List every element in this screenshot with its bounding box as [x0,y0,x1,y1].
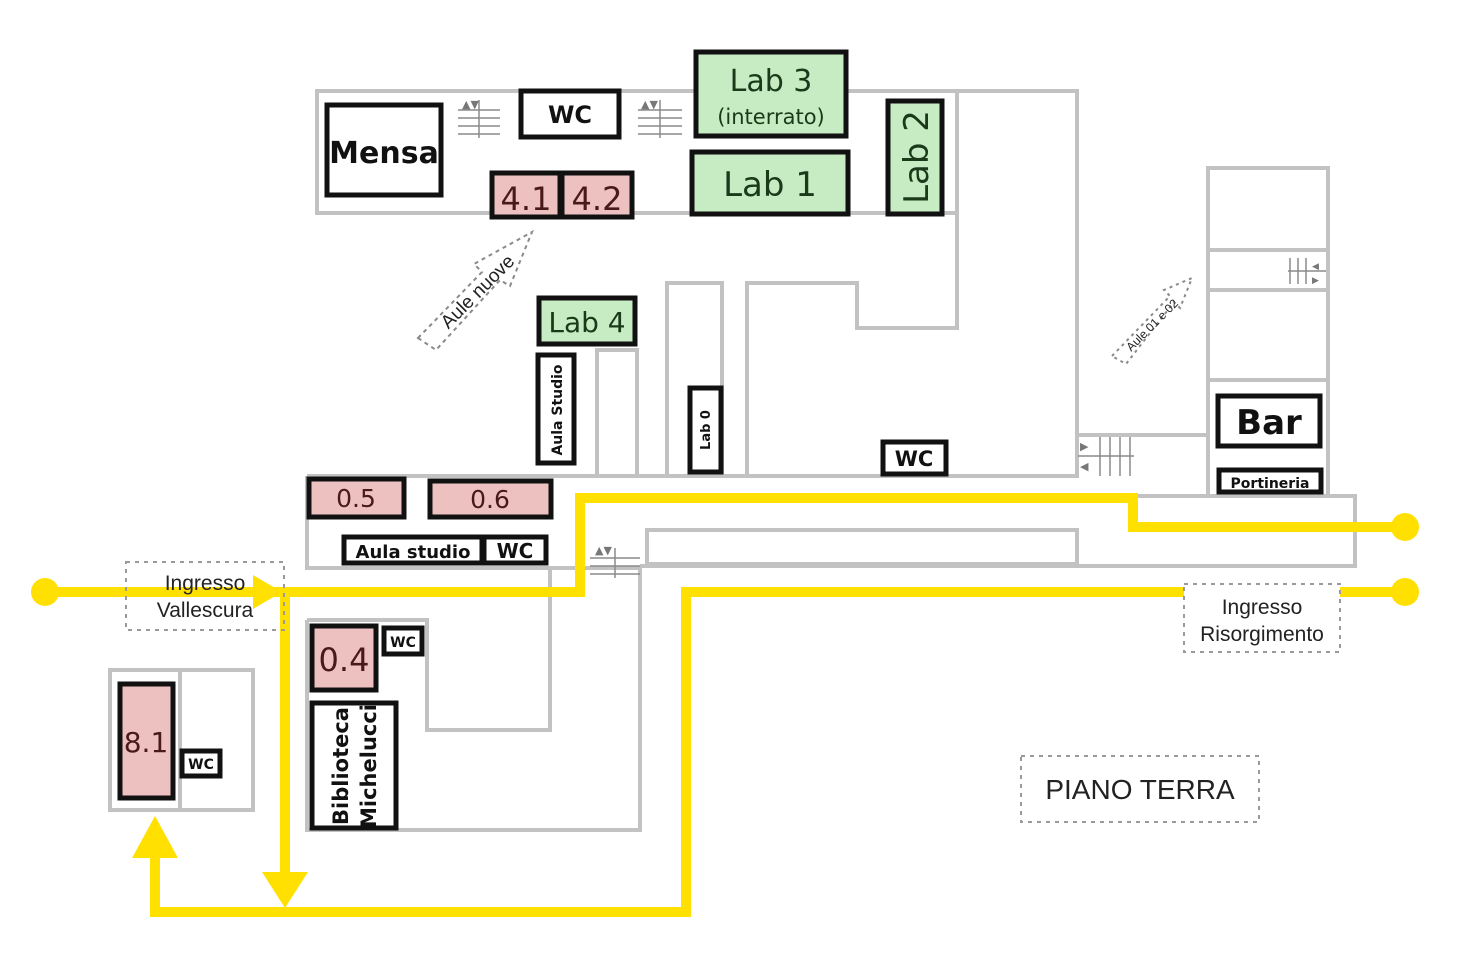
route-risorgimento-south [150,587,1405,917]
svg-text:▲▼: ▲▼ [462,98,479,111]
room-aula-41[interactable]: 4.1 [489,170,563,220]
floor-title-box [1020,755,1260,823]
aula-studio-vertical-label: Aula Studio [550,364,566,455]
room-wc-studio[interactable]: WC [481,534,549,566]
route-path [31,493,1419,917]
aule-nuove-arrow [416,229,534,352]
route-endpoint-east [1391,513,1419,541]
room-lab4[interactable]: Lab 4 [536,295,638,347]
north-wing-wall [315,89,959,215]
aula-81-label: 8.1 [124,726,169,759]
room-lab2[interactable]: Lab 2 [885,98,945,217]
room-wc-04[interactable]: WC [381,625,425,657]
library-block-wall [307,568,552,732]
wc-81-label: WC [188,757,214,773]
aule-nuove-sign: Aule nuove [416,229,534,352]
lab2-label: Lab 2 [897,110,937,204]
room-aula-06[interactable]: 0.6 [427,478,554,520]
stairs-east-tower: ◀ ▶ [1288,258,1326,286]
mensa-label: Mensa [329,136,439,171]
route-vallescura-east [45,493,1405,597]
inner-courtyard-wall [745,213,959,476]
route-arrow-up [132,816,178,858]
aula-06-label: 0.6 [470,485,510,514]
room-aula-studio[interactable]: Aula studio [341,534,485,566]
aula-studio-label: Aula studio [356,542,471,563]
floor-title-label: PIANO TERRA [1045,774,1235,805]
room-mensa[interactable]: Mensa [324,102,444,198]
svg-text:▶: ▶ [1080,440,1089,453]
lab4-label: Lab 4 [548,306,625,339]
ingresso-risorgimento-line2: Risorgimento [1200,623,1324,646]
lab3-note-label: (interrato) [717,105,825,129]
route-arrow-down [262,872,308,908]
room-bar[interactable]: Bar [1215,393,1323,449]
wc-04-label: WC [390,635,416,651]
portineria-label: Portineria [1231,476,1310,492]
wc-center-label: WC [895,447,934,471]
aula-studio-corridor-wall [595,348,639,478]
room-wc-center[interactable]: WC [880,439,949,477]
aule-01-02-arrow [1110,276,1194,366]
room-wc-top[interactable]: WC [518,88,622,140]
south-block-wall [305,568,642,832]
aula-41-label: 4.1 [501,180,552,218]
svg-text:▲▼: ▲▼ [595,544,612,557]
route-endpoint-risorgimento [1391,578,1419,606]
route-arrow-east [253,575,282,609]
ingresso-vallescura-line1: Ingresso [165,572,246,595]
aula-04-label: 0.4 [319,641,370,679]
east-tower-wall [1206,166,1330,498]
ingresso-vallescura-line2: Vallescura [157,599,254,622]
lab0-label: Lab 0 [699,410,714,450]
route-endpoint-vallescura [31,578,59,606]
east-block-wall [957,89,1079,478]
room-lab0[interactable]: Lab 0 [687,385,724,475]
aula-05-label: 0.5 [336,484,376,513]
room-aula-42[interactable]: 4.2 [559,170,635,220]
biblioteca-line1: Biblioteca [329,707,353,825]
wc-top-label: WC [548,101,592,129]
room-aula-05[interactable]: 0.5 [306,476,407,520]
ingresso-vallescura-box [125,561,285,631]
stairs-north-center: ▲▼ [638,98,682,138]
ingresso-risorgimento-box [1183,583,1341,653]
floor-title: PIANO TERRA [1020,755,1260,823]
stairs-central: ▲▼ [590,544,640,578]
svg-text:▲▼: ▲▼ [641,98,658,111]
room-wc-81[interactable]: WC [179,748,223,779]
ingresso-risorgimento-line1: Ingresso [1222,596,1303,619]
room-biblioteca[interactable]: Biblioteca Michelucci [309,700,399,831]
room-portineria[interactable]: Portineria [1216,467,1324,495]
room-lab1[interactable]: Lab 1 [689,149,851,217]
bar-label: Bar [1236,403,1302,443]
stairs-group: ▲▼ ▲▼ ▲▼ ▶ ◀ ◀ ▶ [458,98,1326,578]
room-aula-studio-vertical[interactable]: Aula Studio [535,352,577,466]
lab1-label: Lab 1 [723,165,817,205]
room-lab3[interactable]: Lab 3 (interrato) [693,49,849,139]
aule-01-02-sign: Aule 01 e 02 [1110,276,1194,366]
biblioteca-line2: Michelucci [357,704,381,828]
room-aula-04[interactable]: 0.4 [309,623,379,693]
aule-01-02-label: Aule 01 e 02 [1123,296,1181,354]
wc-studio-label: WC [497,539,534,563]
stairs-north-west: ▲▼ [458,98,500,138]
ingresso-vallescura-sign: Ingresso Vallescura [125,561,285,631]
inner-corridor-wall [645,528,1079,566]
svg-text:▶: ▶ [1312,276,1319,286]
aula-42-label: 4.2 [572,180,623,218]
ingresso-risorgimento-sign: Ingresso Risorgimento [1183,583,1341,653]
svg-text:◀: ◀ [1080,460,1089,473]
room-aula-81[interactable]: 8.1 [117,681,176,801]
lab3-label: Lab 3 [730,64,813,99]
stairs-east: ▶ ◀ [1078,437,1134,476]
svg-text:◀: ◀ [1312,262,1319,272]
